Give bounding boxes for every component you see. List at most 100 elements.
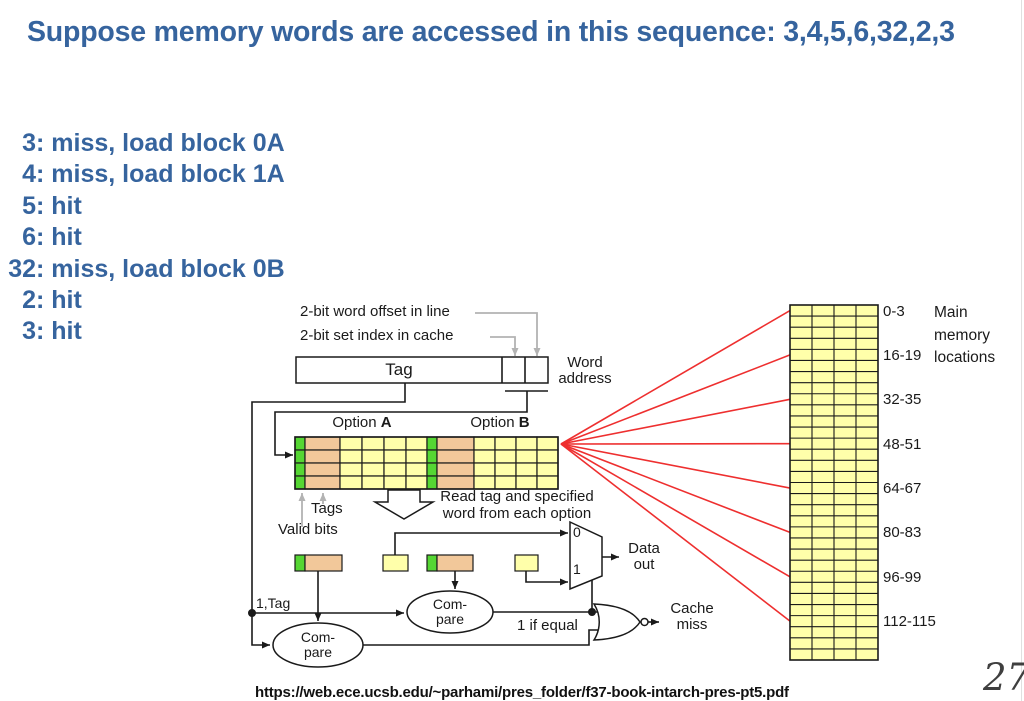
readout-wires	[314, 529, 568, 621]
cache-valid-cell	[426, 436, 438, 451]
compare2-label: Com- pare	[432, 596, 468, 627]
cache-word-cell	[339, 462, 363, 477]
memory-table-border	[789, 304, 879, 661]
cache-valid-cell	[294, 475, 306, 490]
cache-word-cell	[536, 462, 559, 477]
cache-word-cell	[515, 436, 538, 451]
word-address-label: Word address	[558, 354, 612, 387]
tag-field-wire	[248, 383, 406, 649]
access-address: 3	[22, 317, 36, 346]
mux	[569, 520, 619, 612]
memory-row-label: 96-99	[883, 568, 922, 586]
memory-row-label: 16-19	[883, 346, 922, 364]
cache-word-cell	[494, 436, 517, 451]
callout-set-index-label: 2-bit set index in cache	[300, 327, 454, 344]
access-result: : hit	[36, 317, 82, 346]
cache-word-cell	[405, 436, 428, 451]
cache-word-cell	[536, 449, 559, 464]
slide-title: Suppose memory words are accessed in thi…	[27, 16, 955, 48]
access-log-row: 6: hit	[4, 222, 285, 253]
read-note-label: Read tag and specified word from each op…	[440, 488, 594, 522]
option-a-prefix: Option	[332, 414, 381, 431]
main-memory-table	[789, 304, 879, 661]
memory-row-label: 80-83	[883, 524, 922, 542]
mux-input1-label: 1	[573, 561, 581, 577]
memory-mapping-line	[560, 443, 791, 489]
cache-valid-cell	[426, 449, 438, 464]
memory-mapping-line	[560, 354, 791, 445]
access-log-row: 4: miss, load block 1A	[4, 159, 285, 190]
tags-validbits-arrows	[298, 493, 327, 527]
access-address: 5	[22, 191, 36, 220]
option-b-label: Option B	[468, 415, 532, 431]
memory-mapping-line	[560, 309, 791, 445]
data-out-label: Data out	[628, 540, 660, 573]
cache-word-cell	[515, 449, 538, 464]
main-memory-caption: Main memory locations	[934, 304, 996, 366]
cache-word-cell	[515, 462, 538, 477]
nor-gate	[592, 603, 659, 641]
access-address: 6	[22, 223, 36, 252]
callout-arrows	[475, 312, 541, 356]
cache-word-cell	[383, 436, 407, 451]
cache-word-cell	[405, 449, 428, 464]
cache-tag-cell	[304, 475, 341, 490]
memory-mapping-line	[560, 443, 791, 578]
memory-mapping-line	[560, 443, 791, 622]
tags-label: Tags	[311, 500, 343, 517]
set-index-wire	[274, 390, 548, 459]
cache-word-cell	[339, 449, 363, 464]
one-tag-wire-label: 1,Tag	[256, 595, 291, 611]
cache-miss-label: Cache miss	[670, 600, 714, 633]
access-address: 2	[22, 286, 36, 315]
word-a-box	[382, 554, 409, 572]
cache-table	[294, 436, 559, 490]
access-result: : hit	[36, 286, 82, 315]
access-log-row: 3: hit	[4, 316, 285, 347]
memory-row-label: 64-67	[883, 480, 922, 498]
callout-word-offset-label: 2-bit word offset in line	[300, 303, 450, 320]
source-url: https://web.ece.ucsb.edu/~parhami/pres_f…	[255, 684, 789, 701]
memory-mapping-line	[560, 443, 791, 534]
access-result: : miss, load block 0A	[36, 129, 285, 157]
cache-word-cell	[361, 436, 385, 451]
access-log-row: 3: miss, load block 0A	[4, 128, 285, 159]
access-result: : hit	[36, 191, 82, 220]
memory-row-label: 48-51	[883, 435, 922, 453]
cache-word-cell	[405, 462, 428, 477]
access-result: : miss, load block 0B	[36, 254, 285, 283]
compare-output-wires	[363, 608, 599, 646]
cache-valid-cell	[294, 449, 306, 464]
cache-word-cell	[536, 436, 559, 451]
cache-word-cell	[361, 449, 385, 464]
option-b-prefix: Option	[470, 414, 519, 431]
valid-bits-label: Valid bits	[278, 521, 338, 538]
mux-input0-label: 0	[573, 524, 581, 540]
access-result: : hit	[36, 223, 82, 252]
cache-tag-cell	[436, 436, 475, 451]
cache-word-cell	[473, 462, 496, 477]
cache-tag-cell	[304, 462, 341, 477]
access-log-row: 2: hit	[4, 285, 285, 316]
cache-tag-cell	[436, 462, 475, 477]
tag-a-box	[304, 554, 343, 572]
cache-word-cell	[339, 436, 363, 451]
cache-valid-cell	[294, 462, 306, 477]
access-log-row: 5: hit	[4, 191, 285, 222]
cache-word-cell	[473, 436, 496, 451]
tag-field-label: Tag	[385, 360, 413, 379]
one-if-equal-label: 1 if equal	[517, 617, 578, 634]
selected-set-boxes	[294, 554, 539, 572]
word-address-register	[295, 356, 549, 384]
valid-bit-a-box	[294, 554, 306, 572]
cache-valid-cell	[426, 462, 438, 477]
memory-mapping-lines	[560, 309, 791, 622]
access-result: : miss, load block 1A	[36, 160, 285, 189]
page-number: 27	[983, 656, 1024, 699]
option-a-letter: A	[380, 414, 392, 431]
memory-mapping-line	[560, 398, 791, 445]
valid-bit-b-box	[426, 554, 438, 572]
wire-junction-dot	[588, 608, 596, 616]
